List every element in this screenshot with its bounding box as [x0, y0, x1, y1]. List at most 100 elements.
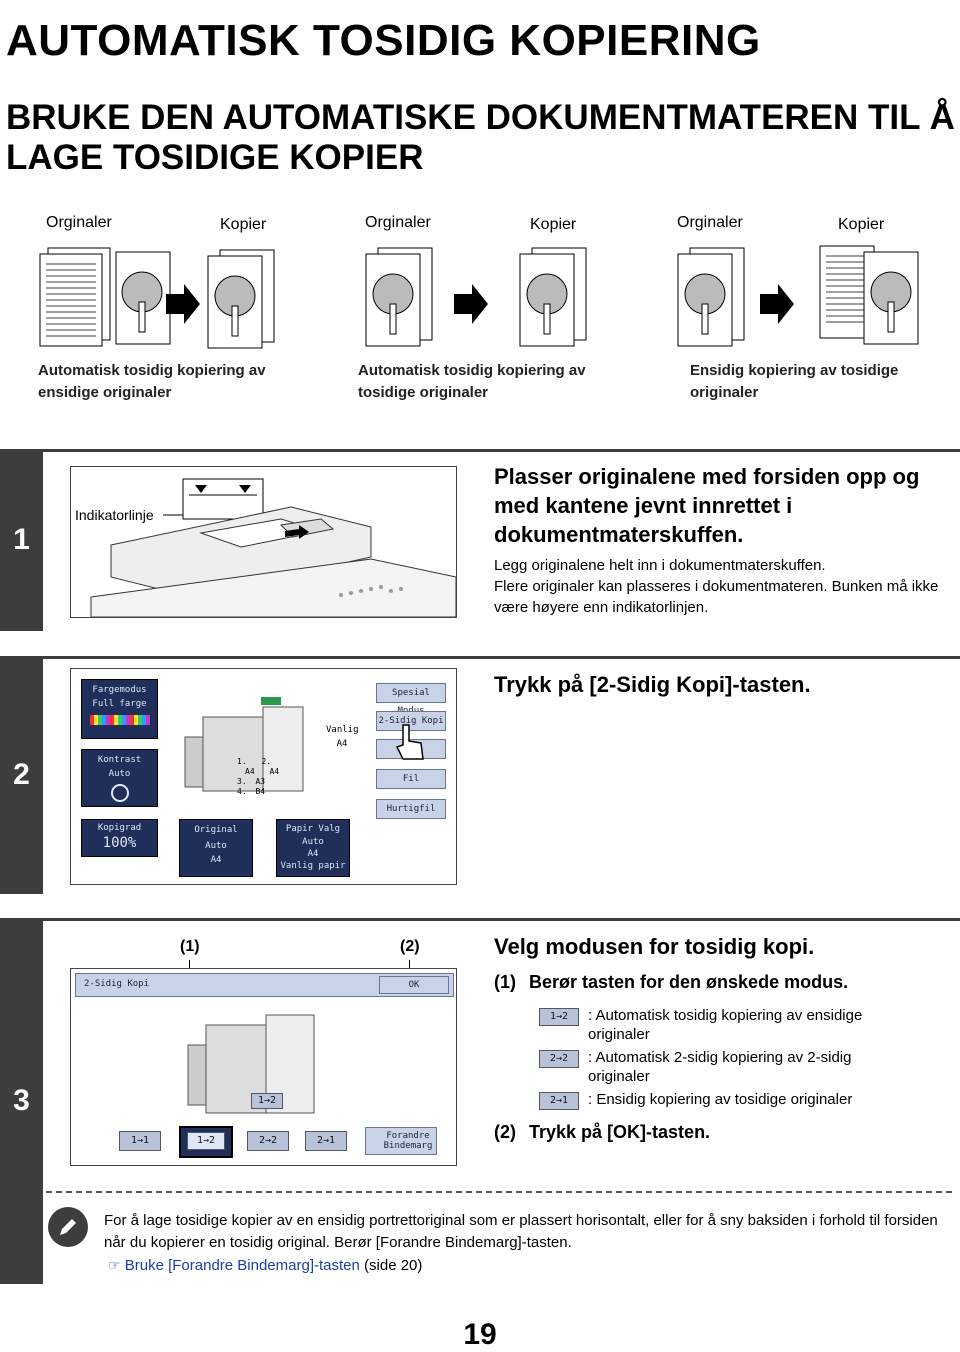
tray-3-size: A3 [255, 777, 266, 786]
copier-machine-image [184, 697, 304, 792]
mode1-illustration [39, 247, 275, 349]
change-binding-line-1: Forandre [386, 1131, 430, 1141]
step-divider [0, 449, 960, 452]
mode-illustrations: Orginaler Kopier Automatisk tosidig kopi… [0, 210, 960, 410]
callout-1: (1) [180, 938, 200, 955]
mode2-caption: Automatisk tosidig kopiering av tosidige… [358, 362, 586, 401]
tray-1-size: A4 [245, 767, 255, 776]
tray-list: 1. 2. A4 A4 3. A3 4. B4 [237, 757, 297, 797]
step3-heading: Velg modusen for tosidig kopi. [494, 934, 815, 959]
option-2-text: : Automatisk 2-sidig kopiering av 2-sidi… [588, 1049, 852, 1085]
page-title: AUTOMATISK TOSIDIG KOPIERING [6, 16, 761, 65]
duplex-screen-title: 2-Sidig Kopi [84, 979, 150, 989]
copy-main-screen: Fargemodus Full farge Kontrast Auto 1. 2… [70, 668, 457, 885]
duplex-copy-button[interactable]: 2-Sidig Kopi [376, 711, 446, 731]
paper-size: A4 [336, 739, 348, 749]
step2-heading: Trykk på [2-Sidig Kopi]-tasten. [494, 672, 811, 697]
step1-heading: Plasser originalene med forsiden opp og … [494, 464, 920, 547]
mode2-illustration [365, 247, 587, 347]
step-number: 1 [0, 449, 43, 631]
duplex-1-2-key: 1→2 [187, 1132, 225, 1150]
callout-2: (2) [400, 938, 420, 955]
step3-sub2-number: (2) [494, 1122, 516, 1142]
contrast-label: Kontrast [97, 755, 142, 765]
file-button[interactable]: Fil [376, 769, 446, 789]
pointing-hand-icon [395, 724, 424, 760]
copier-feeder-drawing [90, 478, 456, 617]
feeder-illustration: Indikatorlinje [70, 466, 457, 618]
step-number: 3 [0, 918, 43, 1284]
copy-ratio-button[interactable]: Kopigrad 100% [81, 819, 158, 857]
step-number: 2 [0, 656, 43, 894]
contrast-value: Auto [108, 769, 131, 779]
page-number: 19 [463, 1318, 497, 1351]
note-pencil-icon [48, 1207, 88, 1247]
tray-2: 2. [261, 757, 272, 766]
original-label: Original [194, 825, 238, 835]
mode1-caption: Automatisk tosidig kopiering av ensidige… [38, 362, 266, 401]
original-value: Auto [205, 841, 227, 851]
duplex-1-1-key[interactable]: 1→1 [119, 1131, 161, 1151]
mode3-caption: Ensidig kopiering av tosidige originaler [690, 362, 899, 401]
change-binding-line-2: Bindemarg [383, 1141, 433, 1151]
callout-2-line [409, 960, 410, 974]
paper-indicator: Vanlig A4 [326, 725, 359, 749]
page-subtitle: BRUKE DEN AUTOMATISKE DOKUMENTMATEREN TI… [6, 98, 955, 177]
tray-1: 1. [237, 757, 247, 766]
paper-select-size: A4 [307, 849, 319, 859]
paper-select-type: Vanlig papir [280, 861, 346, 871]
originals-label: Orginaler [365, 214, 431, 231]
step3-sub2: (2) Trykk på [OK]-tasten. [494, 1122, 710, 1143]
step3-sub1: (1) Berør tasten for den ønskede modus. [494, 972, 848, 993]
originals-label: Orginaler [677, 214, 743, 231]
duplex-1-2-icon: 1→2 [539, 1008, 579, 1026]
step-divider [0, 918, 960, 921]
copy-ratio-label: Kopigrad [97, 823, 142, 833]
paper-select-value: Auto [302, 837, 324, 847]
note-link-row: ☞ Bruke [Forandre Bindemarg]-tasten (sid… [108, 1254, 422, 1277]
color-mode-button[interactable]: Fargemodus Full farge [81, 679, 158, 739]
tray-3: 3. [237, 777, 247, 786]
step3-sub1-text: Berør tasten for den ønskede modus. [529, 972, 849, 992]
tray-4-size: B4 [255, 787, 266, 796]
duplex-screen: 2-Sidig Kopi OK 1→2 1→1 1→2 2→2 2→1 Fora… [70, 968, 457, 1166]
step3-sub2-text: Trykk på [OK]-tasten. [529, 1122, 711, 1142]
duplex-1-2-key-selected[interactable]: 1→2 [179, 1126, 233, 1158]
tray-4: 4. [237, 787, 247, 796]
color-mode-label: Fargemodus [92, 685, 147, 695]
contrast-button[interactable]: Kontrast Auto [81, 749, 158, 807]
option-1-text: : Automatisk tosidig kopiering av ensidi… [588, 1007, 863, 1043]
copies-label: Kopier [838, 216, 885, 233]
duplex-screen-titlebar: 2-Sidig Kopi OK [75, 973, 454, 997]
step-divider [0, 656, 960, 659]
quick-file-button[interactable]: Hurtigfil [376, 799, 446, 819]
duplex-2-2-key[interactable]: 2→2 [247, 1131, 289, 1151]
copy-ratio-value: 100% [102, 835, 137, 851]
mode3-illustration [677, 245, 919, 347]
copies-label: Kopier [220, 216, 267, 233]
original-button[interactable]: Original Auto A4 [179, 819, 253, 877]
step1-body-2: Flere originaler kan plasseres i dokumen… [494, 578, 939, 616]
duplex-2-1-key[interactable]: 2→1 [305, 1131, 347, 1151]
indicator-line-label: Indikatorlinje [75, 507, 154, 523]
duplex-2-2-icon: 2→2 [539, 1050, 579, 1068]
mode-indicator-icon: 1→2 [251, 1093, 283, 1109]
paper-select-label: Papir Valg [285, 824, 341, 834]
originals-label: Orginaler [46, 214, 112, 231]
note-link[interactable]: Bruke [Forandre Bindemarg]-tasten [124, 1257, 360, 1274]
step1-body-1: Legg originalene helt inn i dokumentmate… [494, 557, 826, 574]
paper-type: Vanlig [326, 725, 359, 735]
original-size: A4 [210, 855, 222, 865]
option-3-text: : Ensidig kopiering av tosidige original… [588, 1091, 853, 1108]
copies-label: Kopier [530, 216, 577, 233]
note-text: For å lage tosidige kopier av en ensidig… [104, 1212, 938, 1251]
note-link-suffix: (side 20) [364, 1257, 423, 1274]
contrast-icon [110, 784, 129, 802]
duplex-2-1-icon: 2→1 [539, 1092, 579, 1110]
color-mode-value: Full farge [92, 699, 147, 709]
ok-button[interactable]: OK [379, 976, 449, 994]
special-modes-button[interactable]: Spesial Modus [376, 683, 446, 716]
dashed-divider [46, 1191, 952, 1193]
paper-select-button[interactable]: Papir Valg Auto A4 Vanlig papir [276, 819, 350, 877]
change-binding-button[interactable]: Forandre Bindemarg [365, 1127, 437, 1155]
